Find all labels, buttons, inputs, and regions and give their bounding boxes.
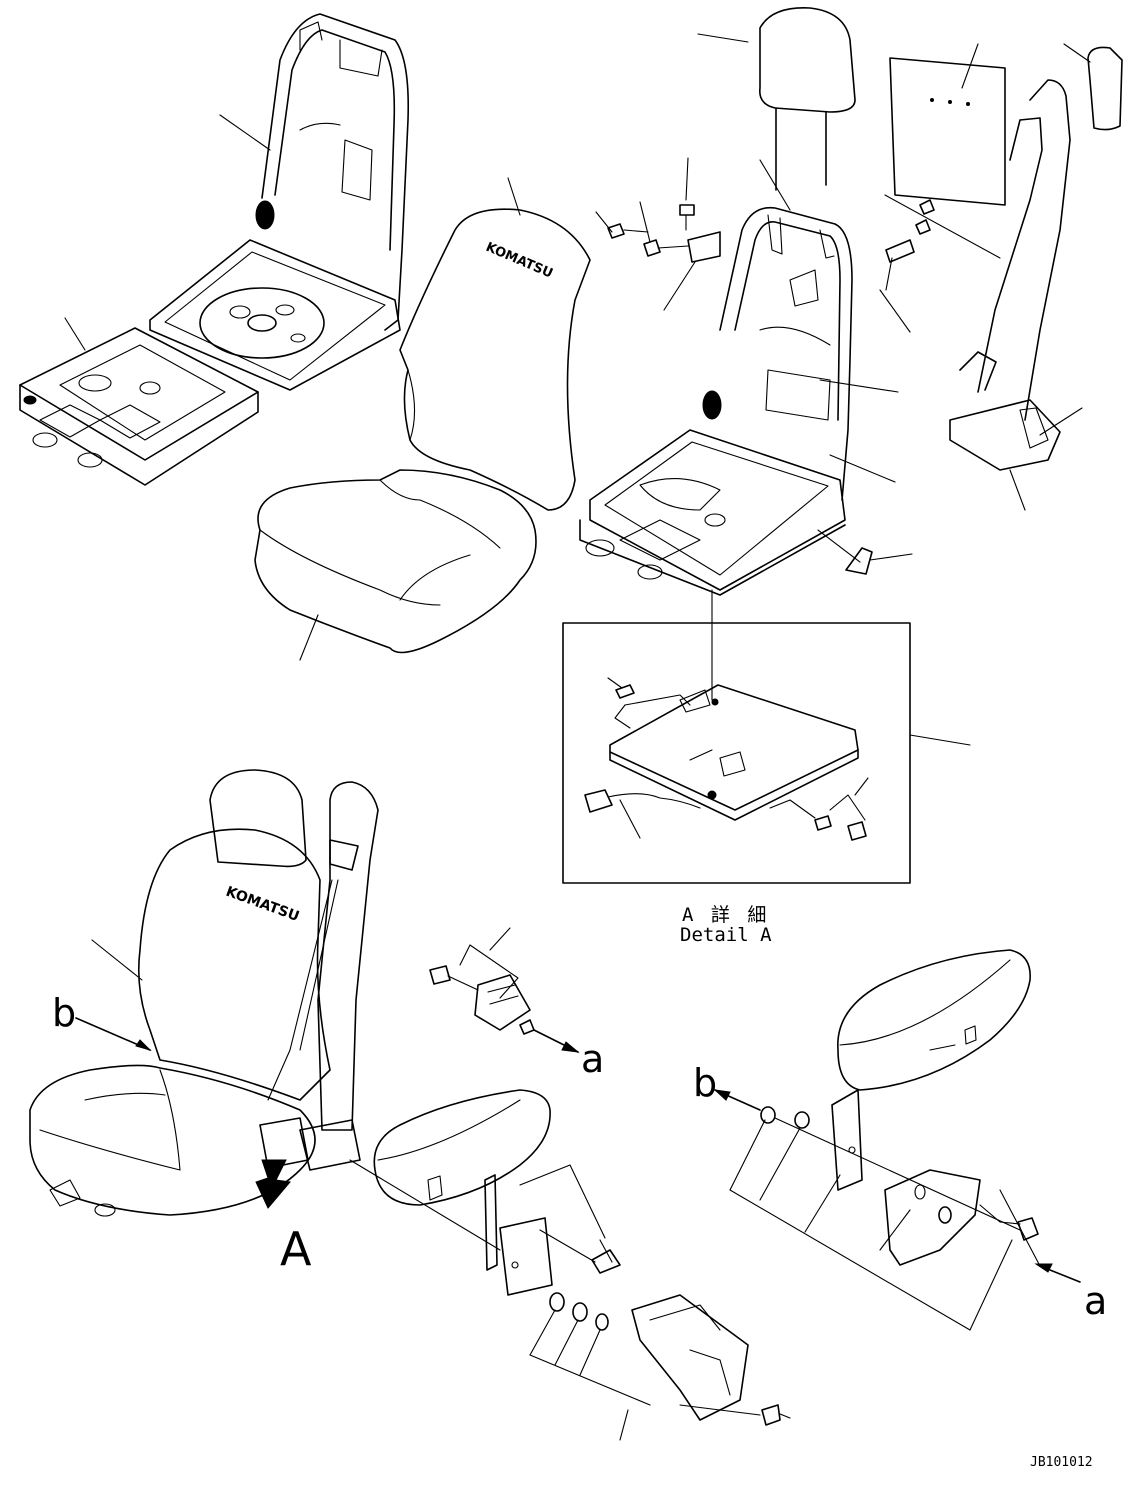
svg-text:KOMATSU: KOMATSU	[224, 884, 302, 925]
callout-a-connector: a	[581, 1037, 605, 1081]
left-armrest	[373, 1089, 621, 1296]
connector-assembly	[429, 927, 580, 1053]
detail-a-title-jp: A 詳 細	[682, 904, 770, 926]
right-armrest	[713, 949, 1081, 1331]
small-hardware-group	[595, 157, 721, 311]
callout-b-armrest: b	[693, 1061, 718, 1105]
svg-text:KOMATSU: KOMATSU	[483, 240, 555, 282]
assembled-seat: KOMATSU	[29, 769, 501, 1251]
callout-b-seat: b	[52, 991, 77, 1035]
view-arrow-label-a: A	[280, 1222, 312, 1276]
callout-a-armrest: a	[1084, 1279, 1108, 1323]
seat-frame-assembly-right	[579, 159, 915, 701]
backrest-logo: KOMATSU	[483, 240, 555, 282]
drawing-id: JB101012	[1030, 1455, 1093, 1470]
headrest	[697, 7, 856, 191]
assembled-seat-logo: KOMATSU	[224, 884, 302, 925]
washer-bracket-group	[529, 1292, 791, 1441]
seatbelt-assembly	[884, 43, 1123, 511]
detail-a-box	[562, 622, 971, 884]
seat-frame-top-left	[19, 13, 410, 486]
seat-cushion	[254, 469, 537, 661]
backrest-cushion: KOMATSU	[399, 177, 591, 511]
detail-a-title-en: Detail A	[680, 924, 772, 946]
